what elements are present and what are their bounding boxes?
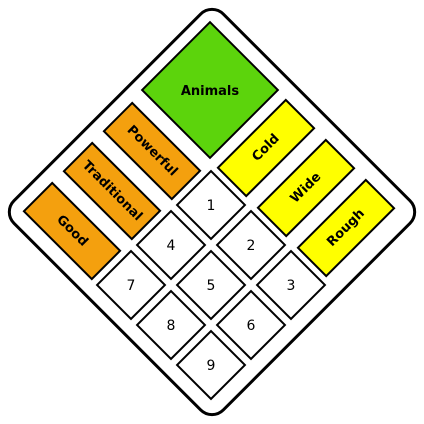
answer-cell-box [95,249,167,321]
answer-cell-box [215,289,287,361]
left-clue-box [22,181,122,281]
answer-cell-1[interactable]: 1 [175,169,247,241]
answer-cell-number: 7 [127,278,136,294]
answer-cell-box [135,209,207,281]
answer-cell-box [215,209,287,281]
right-clue-tile-2[interactable]: Wide [256,138,356,238]
right-clue-box [216,98,316,198]
answer-cell-5[interactable]: 5 [175,249,247,321]
answer-cell-number: 3 [287,278,296,294]
right-clue-tile-3[interactable]: Rough [296,178,396,278]
answer-cell-8[interactable]: 8 [135,289,207,361]
right-clue-tile-1[interactable]: Cold [216,98,316,198]
answer-cell-9[interactable]: 9 [175,329,247,401]
answer-cell-2[interactable]: 2 [215,209,287,281]
top-clue-label: Animals [181,84,240,99]
answer-cell-4[interactable]: 4 [135,209,207,281]
top-clue-tile[interactable]: Animals [140,20,280,160]
answer-cell-box [135,289,207,361]
left-clue-box [102,101,202,201]
answer-cell-3[interactable]: 3 [255,249,327,321]
left-clue-tile-3[interactable]: Good [22,181,122,281]
answer-cell-7[interactable]: 7 [95,249,167,321]
answer-cell-number: 2 [247,238,256,254]
answer-cell-number: 1 [207,198,216,214]
top-clue-box [140,20,280,160]
right-clue-box [256,138,356,238]
answer-cell-number: 6 [247,318,256,334]
answer-cell-6[interactable]: 6 [215,289,287,361]
answer-cell-box [255,249,327,321]
answer-cell-number: 4 [167,238,176,254]
left-clue-box [62,141,162,241]
answer-cell-number: 8 [167,318,176,334]
answer-cell-box [175,249,247,321]
right-clue-box [296,178,396,278]
answer-cell-box [175,169,247,241]
answer-cell-number: 9 [207,358,216,374]
answer-cell-box [175,329,247,401]
answer-cell-number: 5 [207,278,216,294]
